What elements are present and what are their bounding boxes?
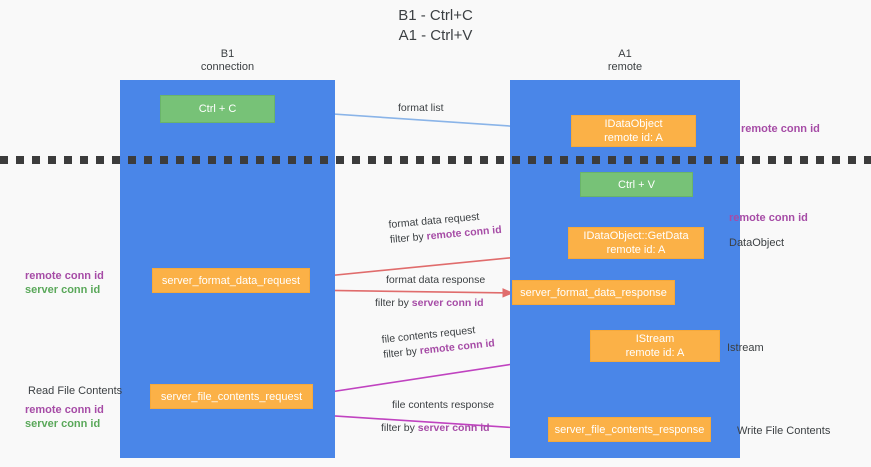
edge-label-file-contents-response-filter-target: server conn id: [417, 422, 490, 434]
phase-divider-dashed-line: [0, 156, 871, 164]
edge-label-format-data-response-filter-prefix: filter by: [375, 297, 412, 309]
node-server-file-contents-request[interactable]: server_file_contents_request: [150, 384, 313, 409]
label-left-read-file-contents: Read File Contents: [28, 385, 123, 397]
label-right-istream: Istream: [727, 342, 764, 354]
edge-label-file-contents-response: file contents response filter by server …: [381, 398, 495, 436]
edge-label-format-list: format list: [398, 101, 444, 116]
label-right-dataobject: DataObject: [729, 237, 785, 249]
column-header-b1: B1 connection: [200, 48, 255, 73]
node-idataobject-getdata[interactable]: IDataObject::GetData remote id: A: [568, 227, 704, 259]
node-ctrl-v[interactable]: Ctrl + V: [580, 172, 693, 197]
label-left-remote-conn-id-2: remote conn id: [25, 404, 104, 416]
node-server-format-data-response[interactable]: server_format_data_response: [512, 280, 675, 305]
edge-label-format-list-text: format list: [398, 102, 444, 114]
node-istream[interactable]: IStream remote id: A: [590, 330, 720, 362]
node-server-file-contents-response[interactable]: server_file_contents_response: [548, 417, 711, 442]
label-right-remote-conn-id-mid: remote conn id: [729, 212, 808, 224]
node-ctrl-c[interactable]: Ctrl + C: [160, 95, 275, 123]
edge-label-file-contents-response-text: file contents response: [392, 399, 495, 411]
label-left-server-conn-id-1: server conn id: [25, 284, 101, 296]
label-right-write-file-contents: Write File Contents: [737, 425, 831, 437]
label-left-remote-conn-id-1: remote conn id: [25, 270, 104, 282]
page-title: B1 - Ctrl+C A1 - Ctrl+V: [398, 7, 473, 44]
node-server-format-data-request[interactable]: server_format_data_request: [152, 268, 310, 293]
column-header-a1: A1 remote: [607, 48, 643, 73]
edge-label-file-contents-response-filter-prefix: filter by: [381, 422, 418, 434]
edge-label-format-data-response: format data response filter by server co…: [375, 273, 486, 311]
edge-label-format-data-response-text: format data response: [386, 274, 486, 286]
edge-label-format-data-request-filter-prefix: filter by: [389, 230, 428, 246]
node-idataobject[interactable]: IDataObject remote id: A: [571, 115, 696, 147]
edge-label-format-data-response-filter-target: server conn id: [411, 297, 484, 309]
label-left-server-conn-id-2: server conn id: [25, 418, 101, 430]
edge-label-file-contents-request-filter-prefix: filter by: [382, 345, 421, 361]
label-right-remote-conn-id-top: remote conn id: [741, 123, 820, 135]
